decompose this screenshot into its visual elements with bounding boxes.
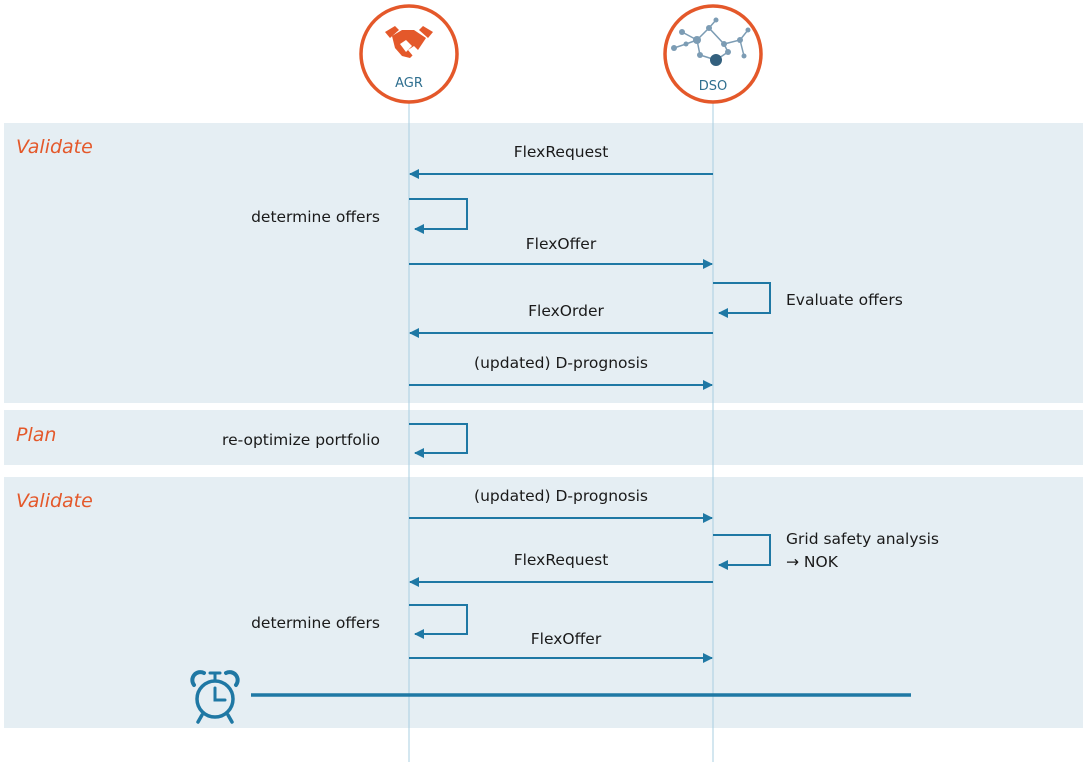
self-message: determine offers bbox=[251, 198, 468, 234]
message: FlexOffer bbox=[409, 630, 713, 663]
phase-label: Plan bbox=[16, 424, 56, 446]
self-message: determine offers bbox=[251, 604, 468, 639]
message-label: Grid safety analysis bbox=[786, 530, 939, 548]
message: FlexOffer bbox=[409, 235, 713, 269]
agr-label: AGR bbox=[395, 76, 423, 91]
handshake-icon bbox=[385, 26, 433, 58]
dso-circle bbox=[663, 4, 763, 104]
phase-label: Validate bbox=[16, 136, 93, 158]
message-label-line2: → NOK bbox=[786, 553, 839, 571]
network-icon bbox=[671, 17, 751, 66]
self-message-arrow bbox=[713, 534, 771, 570]
message-label: re-optimize portfolio bbox=[222, 431, 380, 449]
message: (updated) D-prognosis bbox=[409, 487, 713, 523]
phase-label: Validate bbox=[16, 490, 93, 512]
message-label: FlexOrder bbox=[528, 302, 604, 320]
self-message-arrow bbox=[409, 423, 468, 458]
message-label: (updated) D-prognosis bbox=[474, 487, 648, 505]
self-message-arrow bbox=[713, 282, 771, 318]
alarm-clock-icon bbox=[190, 670, 240, 724]
self-message: re-optimize portfolio bbox=[222, 423, 468, 458]
message: (updated) D-prognosis bbox=[409, 354, 713, 390]
self-message: Grid safety analysis → NOK bbox=[713, 530, 939, 571]
message: FlexOrder bbox=[409, 302, 713, 338]
message-label: FlexRequest bbox=[514, 143, 609, 161]
actor-agr: AGR bbox=[359, 4, 459, 104]
message-label: determine offers bbox=[251, 208, 380, 226]
message-label: FlexOffer bbox=[526, 235, 597, 253]
actor-dso: DSO bbox=[663, 4, 763, 104]
self-message: Evaluate offers bbox=[713, 282, 903, 318]
message-label: FlexRequest bbox=[514, 551, 609, 569]
message-label: Evaluate offers bbox=[786, 291, 903, 309]
self-message-arrow bbox=[409, 604, 468, 639]
phase-band-plan bbox=[4, 410, 1083, 465]
timeout bbox=[190, 670, 911, 724]
message-label: determine offers bbox=[251, 614, 380, 632]
message-label: (updated) D-prognosis bbox=[474, 354, 648, 372]
dso-label: DSO bbox=[699, 79, 728, 94]
message: FlexRequest bbox=[409, 551, 713, 587]
self-message-arrow bbox=[409, 198, 468, 234]
message-label: FlexOffer bbox=[531, 630, 602, 648]
message: FlexRequest bbox=[409, 143, 713, 179]
phase-band-validate-2 bbox=[4, 477, 1083, 728]
